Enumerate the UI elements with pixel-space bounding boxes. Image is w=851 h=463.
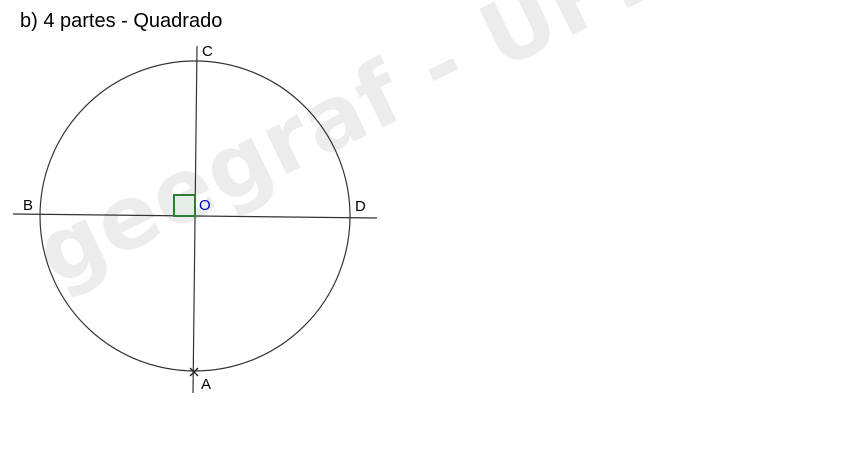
- vertical-line: [192, 45, 198, 394]
- point-a-marker: [189, 367, 199, 377]
- page-title: b) 4 partes - Quadrado: [20, 10, 223, 32]
- label-c: C: [202, 43, 213, 60]
- label-d: D: [355, 198, 366, 215]
- right-angle-marker: [173, 194, 196, 217]
- label-a: A: [201, 376, 211, 393]
- label-o: O: [199, 197, 211, 214]
- label-b: B: [23, 197, 33, 214]
